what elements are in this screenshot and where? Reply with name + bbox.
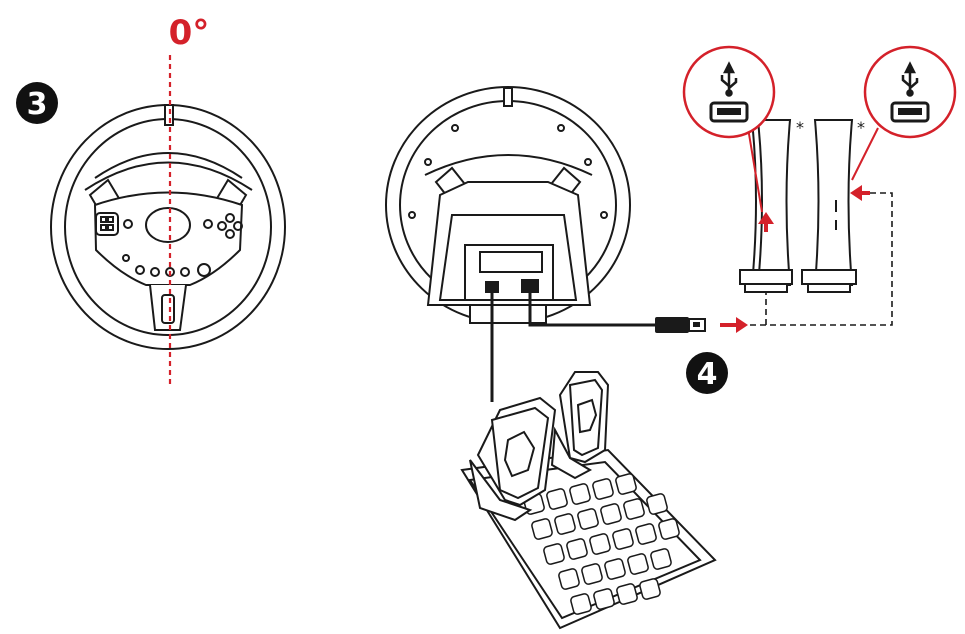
step-3-number: 3	[27, 87, 48, 122]
front-wheel	[50, 104, 286, 350]
usb-port-icon	[890, 101, 930, 123]
pedal-set	[460, 371, 717, 630]
usb-plug	[655, 317, 706, 333]
console-a	[739, 119, 793, 293]
step-4-number: 4	[697, 357, 718, 392]
step-4-badge: 4	[686, 352, 728, 394]
console-a-arrow	[758, 212, 774, 232]
usb-callout-a	[682, 45, 776, 213]
connect-arrow	[720, 317, 748, 333]
zero-degree-label: 0°	[169, 13, 210, 53]
usb-port-icon	[709, 101, 749, 123]
usb-callout-b	[851, 45, 957, 181]
step-3-badge: 3	[16, 82, 58, 124]
console-b	[801, 119, 857, 293]
base-pattern	[523, 473, 680, 615]
console-b-footnote: *	[857, 118, 865, 137]
usb-icon	[901, 61, 919, 97]
routing-lines	[750, 192, 893, 326]
console-b-arrow	[850, 185, 870, 201]
rear-wheel	[385, 86, 631, 324]
usb-icon	[720, 61, 738, 97]
console-a-footnote: *	[796, 118, 804, 137]
usb-cable	[528, 292, 655, 327]
